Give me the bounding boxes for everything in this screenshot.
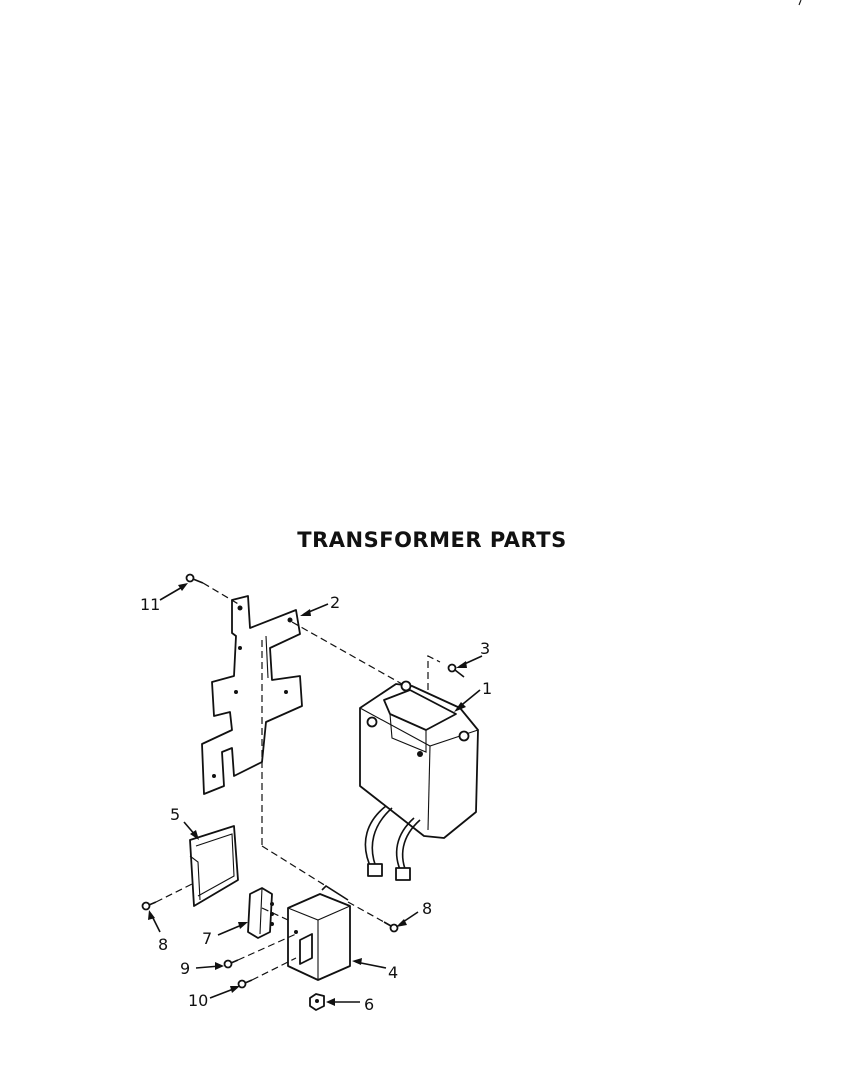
nut	[309, 993, 325, 1011]
assembly-lines	[155, 582, 441, 981]
corner-mark	[798, 0, 802, 6]
callout-8-right: 8	[422, 899, 432, 918]
callout-9: 9	[180, 959, 190, 978]
callout-11: 11	[140, 595, 160, 614]
callout-5: 5	[170, 805, 180, 824]
screw-3	[447, 663, 465, 678]
cover	[189, 825, 239, 907]
callout-labels: 11 2 3 1 5 8 8 7 9 10 4 6	[140, 593, 492, 1014]
capacitor	[287, 884, 351, 981]
callout-arrows	[148, 583, 483, 1006]
mounting-bracket	[201, 595, 303, 795]
callout-4: 4	[388, 963, 398, 982]
diode	[247, 887, 274, 939]
diagram-title: TRANSFORMER PARTS	[297, 528, 567, 552]
callout-8-left: 8	[158, 935, 168, 954]
callout-3: 3	[480, 639, 490, 658]
screw-8-right	[383, 921, 399, 933]
callout-10: 10	[188, 991, 208, 1010]
callout-7: 7	[202, 929, 212, 948]
screw-10	[237, 979, 253, 989]
callout-2: 2	[330, 593, 340, 612]
screw-8-left	[141, 901, 157, 911]
screw-11	[185, 573, 204, 584]
screw-9	[223, 959, 239, 969]
transformer	[359, 680, 479, 881]
callout-1: 1	[482, 679, 492, 698]
callout-6: 6	[364, 995, 374, 1014]
